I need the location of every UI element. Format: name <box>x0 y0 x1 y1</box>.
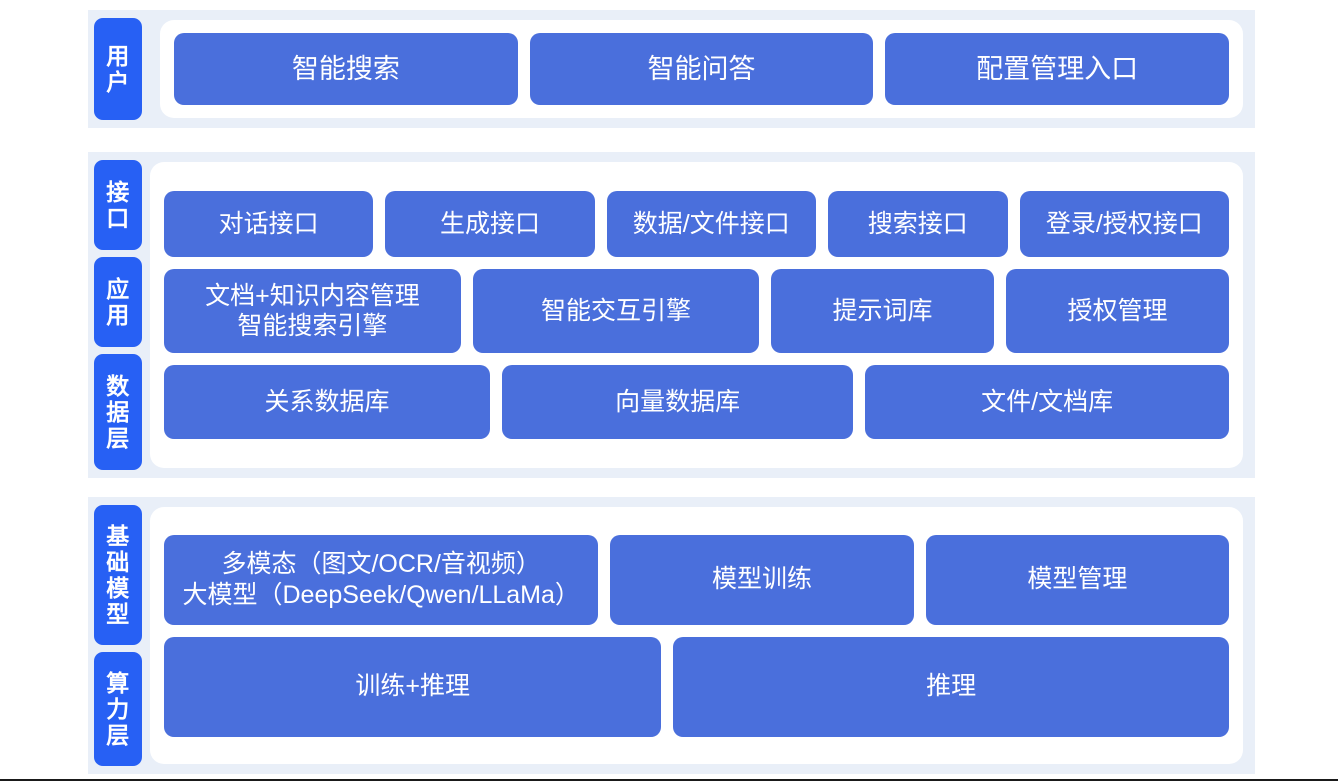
box-multimodal-llm[interactable]: 多模态（图文/OCR/音视频） 大模型（DeepSeek/Qwen/LLaMa） <box>164 534 599 625</box>
layer-label-compute[interactable]: 算力层 <box>94 652 142 767</box>
compute-row: 训练+推理 推理 <box>164 636 1229 737</box>
band-base-labels: 基础模型 算力层 <box>88 497 148 774</box>
box-generation-interface[interactable]: 生成接口 <box>385 191 595 257</box>
box-config-management-entry[interactable]: 配置管理入口 <box>885 33 1230 105</box>
box-model-training[interactable]: 模型训练 <box>610 534 914 625</box>
box-authorization-management[interactable]: 授权管理 <box>1006 269 1230 353</box>
layer-label-interface-text: 接口 <box>106 179 130 231</box>
box-dialog-interface[interactable]: 对话接口 <box>164 191 374 257</box>
layer-label-user-text: 用户 <box>106 43 130 95</box>
layer-label-data-text: 数据层 <box>106 373 130 451</box>
user-row: 智能搜索 智能问答 配置管理入口 <box>174 33 1230 105</box>
box-training-plus-inference[interactable]: 训练+推理 <box>164 636 662 737</box>
interface-row: 对话接口 生成接口 数据/文件接口 搜索接口 登录/授权接口 <box>164 191 1229 257</box>
box-doc-knowledge-management[interactable]: 文档+知识内容管理 智能搜索引擎 <box>164 269 461 353</box>
box-login-auth-interface[interactable]: 登录/授权接口 <box>1019 191 1229 257</box>
application-row: 文档+知识内容管理 智能搜索引擎 智能交互引擎 提示词库 授权管理 <box>164 269 1230 353</box>
bottom-divider <box>0 779 1338 781</box>
box-data-file-interface[interactable]: 数据/文件接口 <box>606 191 816 257</box>
layer-label-interface[interactable]: 接口 <box>94 160 142 250</box>
box-intelligent-qa[interactable]: 智能问答 <box>529 33 874 105</box>
layer-label-compute-text: 算力层 <box>106 670 130 748</box>
layer-label-application-text: 应用 <box>106 276 130 328</box>
band-base: 基础模型 算力层 多模态（图文/OCR/音视频） 大模型（DeepSeek/Qw… <box>88 497 1255 774</box>
box-relational-database[interactable]: 关系数据库 <box>164 365 491 439</box>
box-vector-database[interactable]: 向量数据库 <box>502 365 854 439</box>
layer-label-application[interactable]: 应用 <box>94 257 142 347</box>
box-file-document-store[interactable]: 文件/文档库 <box>865 365 1229 439</box>
box-inference[interactable]: 推理 <box>673 636 1229 737</box>
box-search-interface[interactable]: 搜索接口 <box>827 191 1008 257</box>
box-intelligent-search[interactable]: 智能搜索 <box>174 33 518 105</box>
band-base-panel: 多模态（图文/OCR/音视频） 大模型（DeepSeek/Qwen/LLaMa）… <box>150 507 1243 764</box>
box-intelligent-interaction-engine[interactable]: 智能交互引擎 <box>472 269 760 353</box>
box-model-management[interactable]: 模型管理 <box>925 534 1229 625</box>
layer-label-foundation-model[interactable]: 基础模型 <box>94 505 142 645</box>
band-user: 用户 智能搜索 智能问答 配置管理入口 <box>88 10 1255 128</box>
model-row: 多模态（图文/OCR/音视频） 大模型（DeepSeek/Qwen/LLaMa）… <box>164 534 1229 625</box>
band-core-labels: 接口 应用 数据层 <box>88 152 148 478</box>
band-core: 接口 应用 数据层 对话接口 生成接口 数据/文件接口 搜索接口 登录/授权接口… <box>88 152 1255 478</box>
band-user-labels: 用户 <box>88 10 148 128</box>
layer-label-foundation-model-text: 基础模型 <box>106 523 130 627</box>
band-user-panel: 智能搜索 智能问答 配置管理入口 <box>160 20 1243 118</box>
data-row: 关系数据库 向量数据库 文件/文档库 <box>164 365 1229 439</box>
band-core-panel: 对话接口 生成接口 数据/文件接口 搜索接口 登录/授权接口 文档+知识内容管理… <box>150 162 1243 468</box>
layer-label-user[interactable]: 用户 <box>94 18 142 120</box>
layer-label-data[interactable]: 数据层 <box>94 354 142 470</box>
box-prompt-library[interactable]: 提示词库 <box>771 269 995 353</box>
